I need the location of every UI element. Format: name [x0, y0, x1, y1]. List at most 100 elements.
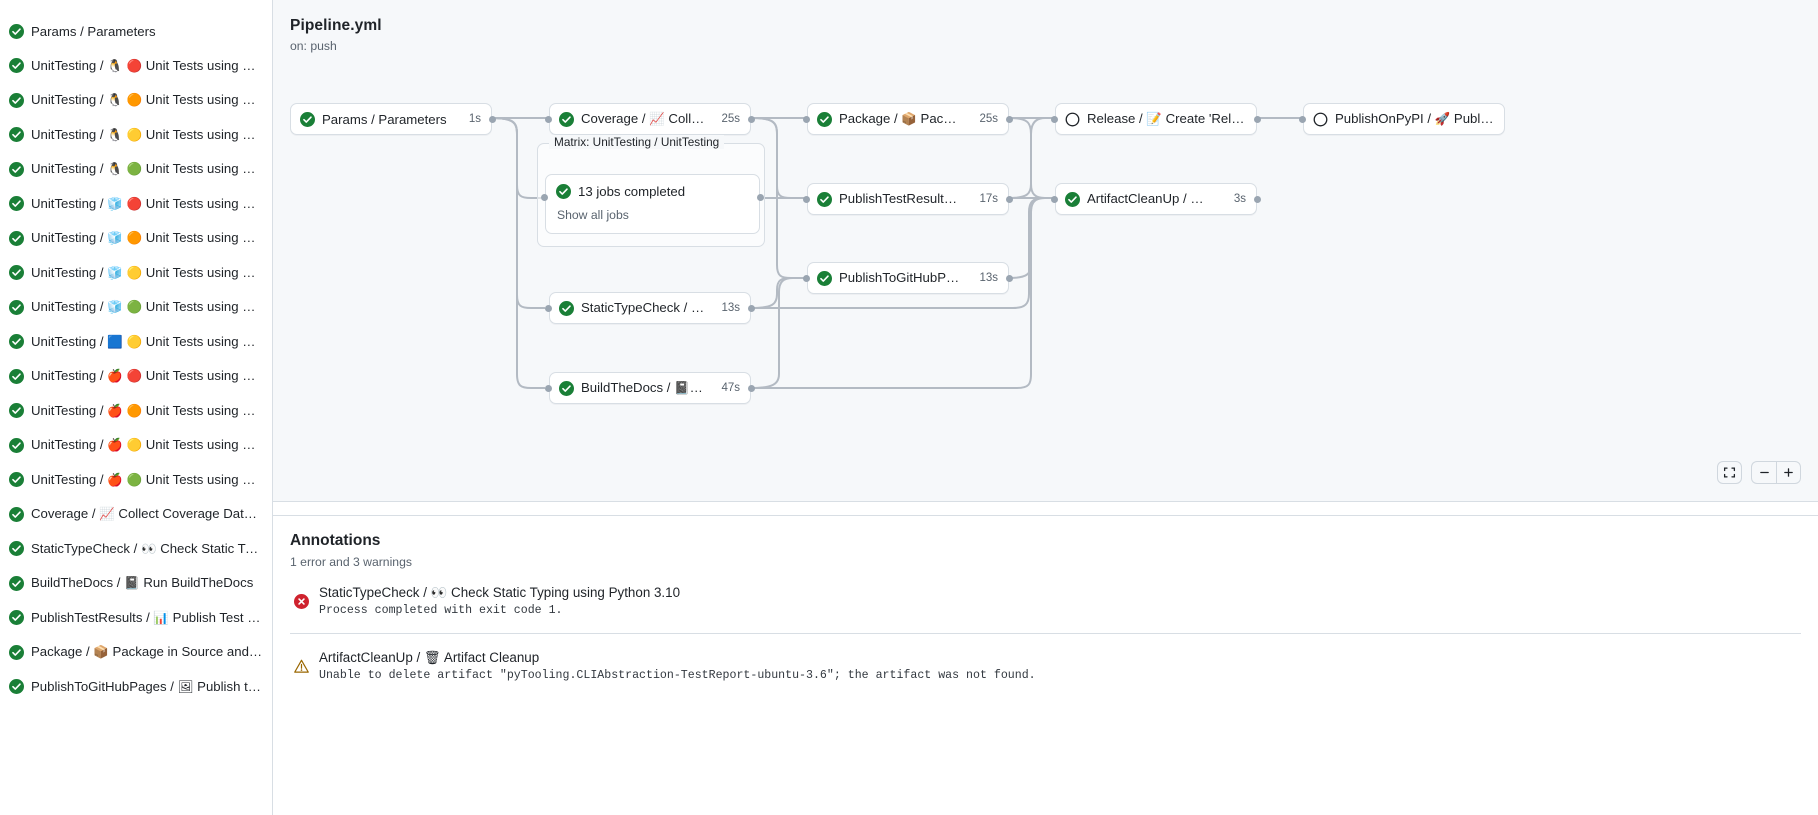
sidebar-job-item[interactable]: UnitTesting / 🟦 🟡 Unit Tests using Pyth…	[0, 325, 272, 360]
annotation-row[interactable]: StaticTypeCheck / 👀 Check Static Typing …	[290, 569, 1801, 617]
graph-node-release[interactable]: Release / 📝 Create 'Release P…	[1055, 103, 1257, 135]
graph-node-output-port	[748, 116, 755, 123]
sidebar-job-item[interactable]: UnitTesting / 🐧 🟡 Unit Tests using Pyth…	[0, 118, 272, 153]
success-check-icon	[559, 380, 574, 396]
page-title: Pipeline.yml	[290, 17, 382, 34]
success-check-icon	[817, 270, 832, 286]
job-emoji-icon: 🟠	[126, 402, 143, 418]
success-check-icon	[9, 196, 24, 212]
graph-header: Pipeline.yml on: push	[290, 17, 382, 53]
sidebar-job-item[interactable]: UnitTesting / 🍎 🟢 Unit Tests using Pyth…	[0, 463, 272, 498]
sidebar-job-item[interactable]: UnitTesting / 🧊 🟡 Unit Tests using Pyth…	[0, 256, 272, 291]
graph-node-label: ArtifactCleanUp / 🗑 Artifac…	[1087, 191, 1217, 206]
show-all-jobs-link[interactable]: Show all jobs	[557, 208, 629, 222]
annotations-title: Annotations	[290, 532, 381, 549]
zoom-button-group[interactable]	[1751, 461, 1801, 484]
sidebar-job-item[interactable]: Params / Parameters	[0, 14, 272, 49]
job-emoji-icon: 🧊	[107, 195, 123, 211]
graph-node-input-port	[545, 116, 552, 123]
zoom-out-button[interactable]	[1751, 461, 1776, 484]
success-check-icon	[9, 437, 24, 453]
job-emoji-icon: 📦	[93, 644, 109, 660]
sidebar-job-label: UnitTesting / 🧊 🟠 Unit Tests using Pyth…	[31, 230, 264, 246]
sidebar-job-item[interactable]: UnitTesting / 🐧 🟠 Unit Tests using Pyth…	[0, 83, 272, 118]
sidebar-job-item[interactable]: BuildTheDocs / 📓 Run BuildTheDocs	[0, 566, 272, 601]
sidebar-job-label: Package / 📦 Package in Source and Wh…	[31, 644, 264, 660]
success-check-icon	[9, 610, 24, 626]
graph-node-duration: 25s	[721, 113, 740, 125]
success-check-icon	[9, 161, 24, 177]
zoom-in-button[interactable]	[1776, 461, 1801, 484]
success-check-icon	[559, 111, 574, 127]
pipeline-graph-panel[interactable]: Pipeline.yml on: push	[273, 0, 1818, 502]
sidebar-job-label: UnitTesting / 🐧 🔴 Unit Tests using Pyth…	[31, 57, 264, 73]
success-check-icon	[9, 506, 24, 522]
graph-node-input-port	[1051, 196, 1058, 203]
annotations-summary: 1 error and 3 warnings	[290, 555, 412, 569]
sidebar-job-item[interactable]: UnitTesting / 🧊 🟠 Unit Tests using Pyth…	[0, 221, 272, 256]
graph-node-duration: 47s	[721, 382, 740, 394]
trigger-event-label: on: push	[290, 39, 337, 53]
warning-icon	[294, 650, 309, 682]
sidebar-job-item[interactable]: Coverage / 📈 Collect Coverage Data usi…	[0, 497, 272, 532]
sidebar-job-item[interactable]: UnitTesting / 🧊 🟢 Unit Tests using Pyth…	[0, 290, 272, 325]
job-emoji-icon: 🍎	[107, 471, 123, 487]
annotation-message: Unable to delete artifact "pyTooling.CLI…	[319, 669, 1036, 682]
node-emoji-icon: 🚀	[1434, 111, 1451, 126]
graph-node-input-port	[1299, 116, 1306, 123]
annotations-list: StaticTypeCheck / 👀 Check Static Typing …	[290, 569, 1801, 682]
graph-node-label: PublishTestResults / 📊 Pu…	[839, 191, 962, 207]
sidebar-job-item[interactable]: UnitTesting / 🐧 🟢 Unit Tests using Pyth…	[0, 152, 272, 187]
graph-node-artifactcleanup[interactable]: ArtifactCleanUp / 🗑 Artifac… 3s	[1055, 183, 1257, 215]
graph-node-publishonpypi[interactable]: PublishOnPyPI / 🚀 Publish to …	[1303, 103, 1505, 135]
success-check-icon	[1065, 191, 1080, 207]
job-emoji-icon: 🔴	[126, 368, 143, 384]
sidebar-job-item[interactable]: StaticTypeCheck / 👀 Check Static Typing…	[0, 532, 272, 567]
graph-node-publishtestresults[interactable]: PublishTestResults / 📊 Pu…17s	[807, 183, 1009, 215]
job-emoji-icon: 🐧	[107, 92, 123, 108]
graph-node-output-port	[748, 385, 755, 392]
sidebar-job-item[interactable]: PublishTestResults / 📊 Publish Test Resu…	[0, 601, 272, 636]
job-emoji-icon: 🟢	[126, 161, 143, 177]
graph-node-buildthedocs[interactable]: BuildTheDocs / 📓 Run Buil…47s	[549, 372, 751, 404]
fit-to-screen-button[interactable]	[1717, 461, 1742, 484]
success-check-icon	[9, 265, 24, 281]
sidebar-job-item[interactable]: UnitTesting / 🧊 🔴 Unit Tests using Pyth…	[0, 187, 272, 222]
job-emoji-icon: 📊	[153, 609, 169, 625]
sidebar-job-label: UnitTesting / 🧊 🟢 Unit Tests using Pyth…	[31, 299, 264, 315]
sidebar-job-label: PublishTestResults / 📊 Publish Test Resu…	[31, 609, 264, 625]
job-emoji-icon: 🟡	[126, 437, 143, 453]
success-check-icon	[9, 403, 24, 419]
graph-node-publishtogithubpages[interactable]: PublishToGitHubPages / 🖼 …13s	[807, 262, 1009, 294]
graph-node-duration: 25s	[979, 113, 998, 125]
graph-node-output-port	[1006, 196, 1013, 203]
sidebar-job-label: UnitTesting / 🧊 🔴 Unit Tests using Pyth…	[31, 195, 264, 211]
matrix-jobs-completed-label: 13 jobs completed	[578, 184, 686, 199]
graph-node-label: Release / 📝 Create 'Release P…	[1087, 111, 1246, 126]
graph-node-duration: 3s	[1233, 193, 1246, 205]
sidebar-job-item[interactable]: UnitTesting / 🐧 🔴 Unit Tests using Pyth…	[0, 49, 272, 84]
sidebar-job-item[interactable]: PublishToGitHubPages / 🖼 Publish to G…	[0, 670, 272, 705]
graph-node-coverage[interactable]: Coverage / 📈 Collect Cove…25s	[549, 103, 751, 135]
success-check-icon	[9, 299, 24, 315]
graph-node-params[interactable]: Params / Parameters 1s	[290, 103, 492, 135]
graph-zoom-controls[interactable]	[1717, 461, 1801, 484]
graph-node-statictypecheck[interactable]: StaticTypeCheck / 👀 Chec…13s	[549, 292, 751, 324]
sidebar-job-item[interactable]: UnitTesting / 🍎 🟡 Unit Tests using Pyth…	[0, 428, 272, 463]
annotation-title: StaticTypeCheck / 👀 Check Static Typing …	[319, 585, 681, 600]
sidebar-job-label: PublishToGitHubPages / 🖼 Publish to G…	[31, 678, 264, 694]
job-emoji-icon: 🟡	[126, 126, 143, 142]
job-emoji-icon: 🍎	[107, 368, 123, 384]
node-emoji-icon: 📝	[1146, 111, 1162, 126]
graph-node-duration: 13s	[979, 272, 998, 284]
job-emoji-icon: 🧊	[107, 264, 123, 280]
sidebar-job-item[interactable]: UnitTesting / 🍎 🟠 Unit Tests using Pyth…	[0, 394, 272, 429]
graph-node-package[interactable]: Package / 📦 Package in So…25s	[807, 103, 1009, 135]
sidebar-job-item[interactable]: UnitTesting / 🍎 🔴 Unit Tests using Pyth…	[0, 359, 272, 394]
sidebar-job-item[interactable]: Package / 📦 Package in Source and Wh…	[0, 635, 272, 670]
graph-node-input-port	[545, 305, 552, 312]
